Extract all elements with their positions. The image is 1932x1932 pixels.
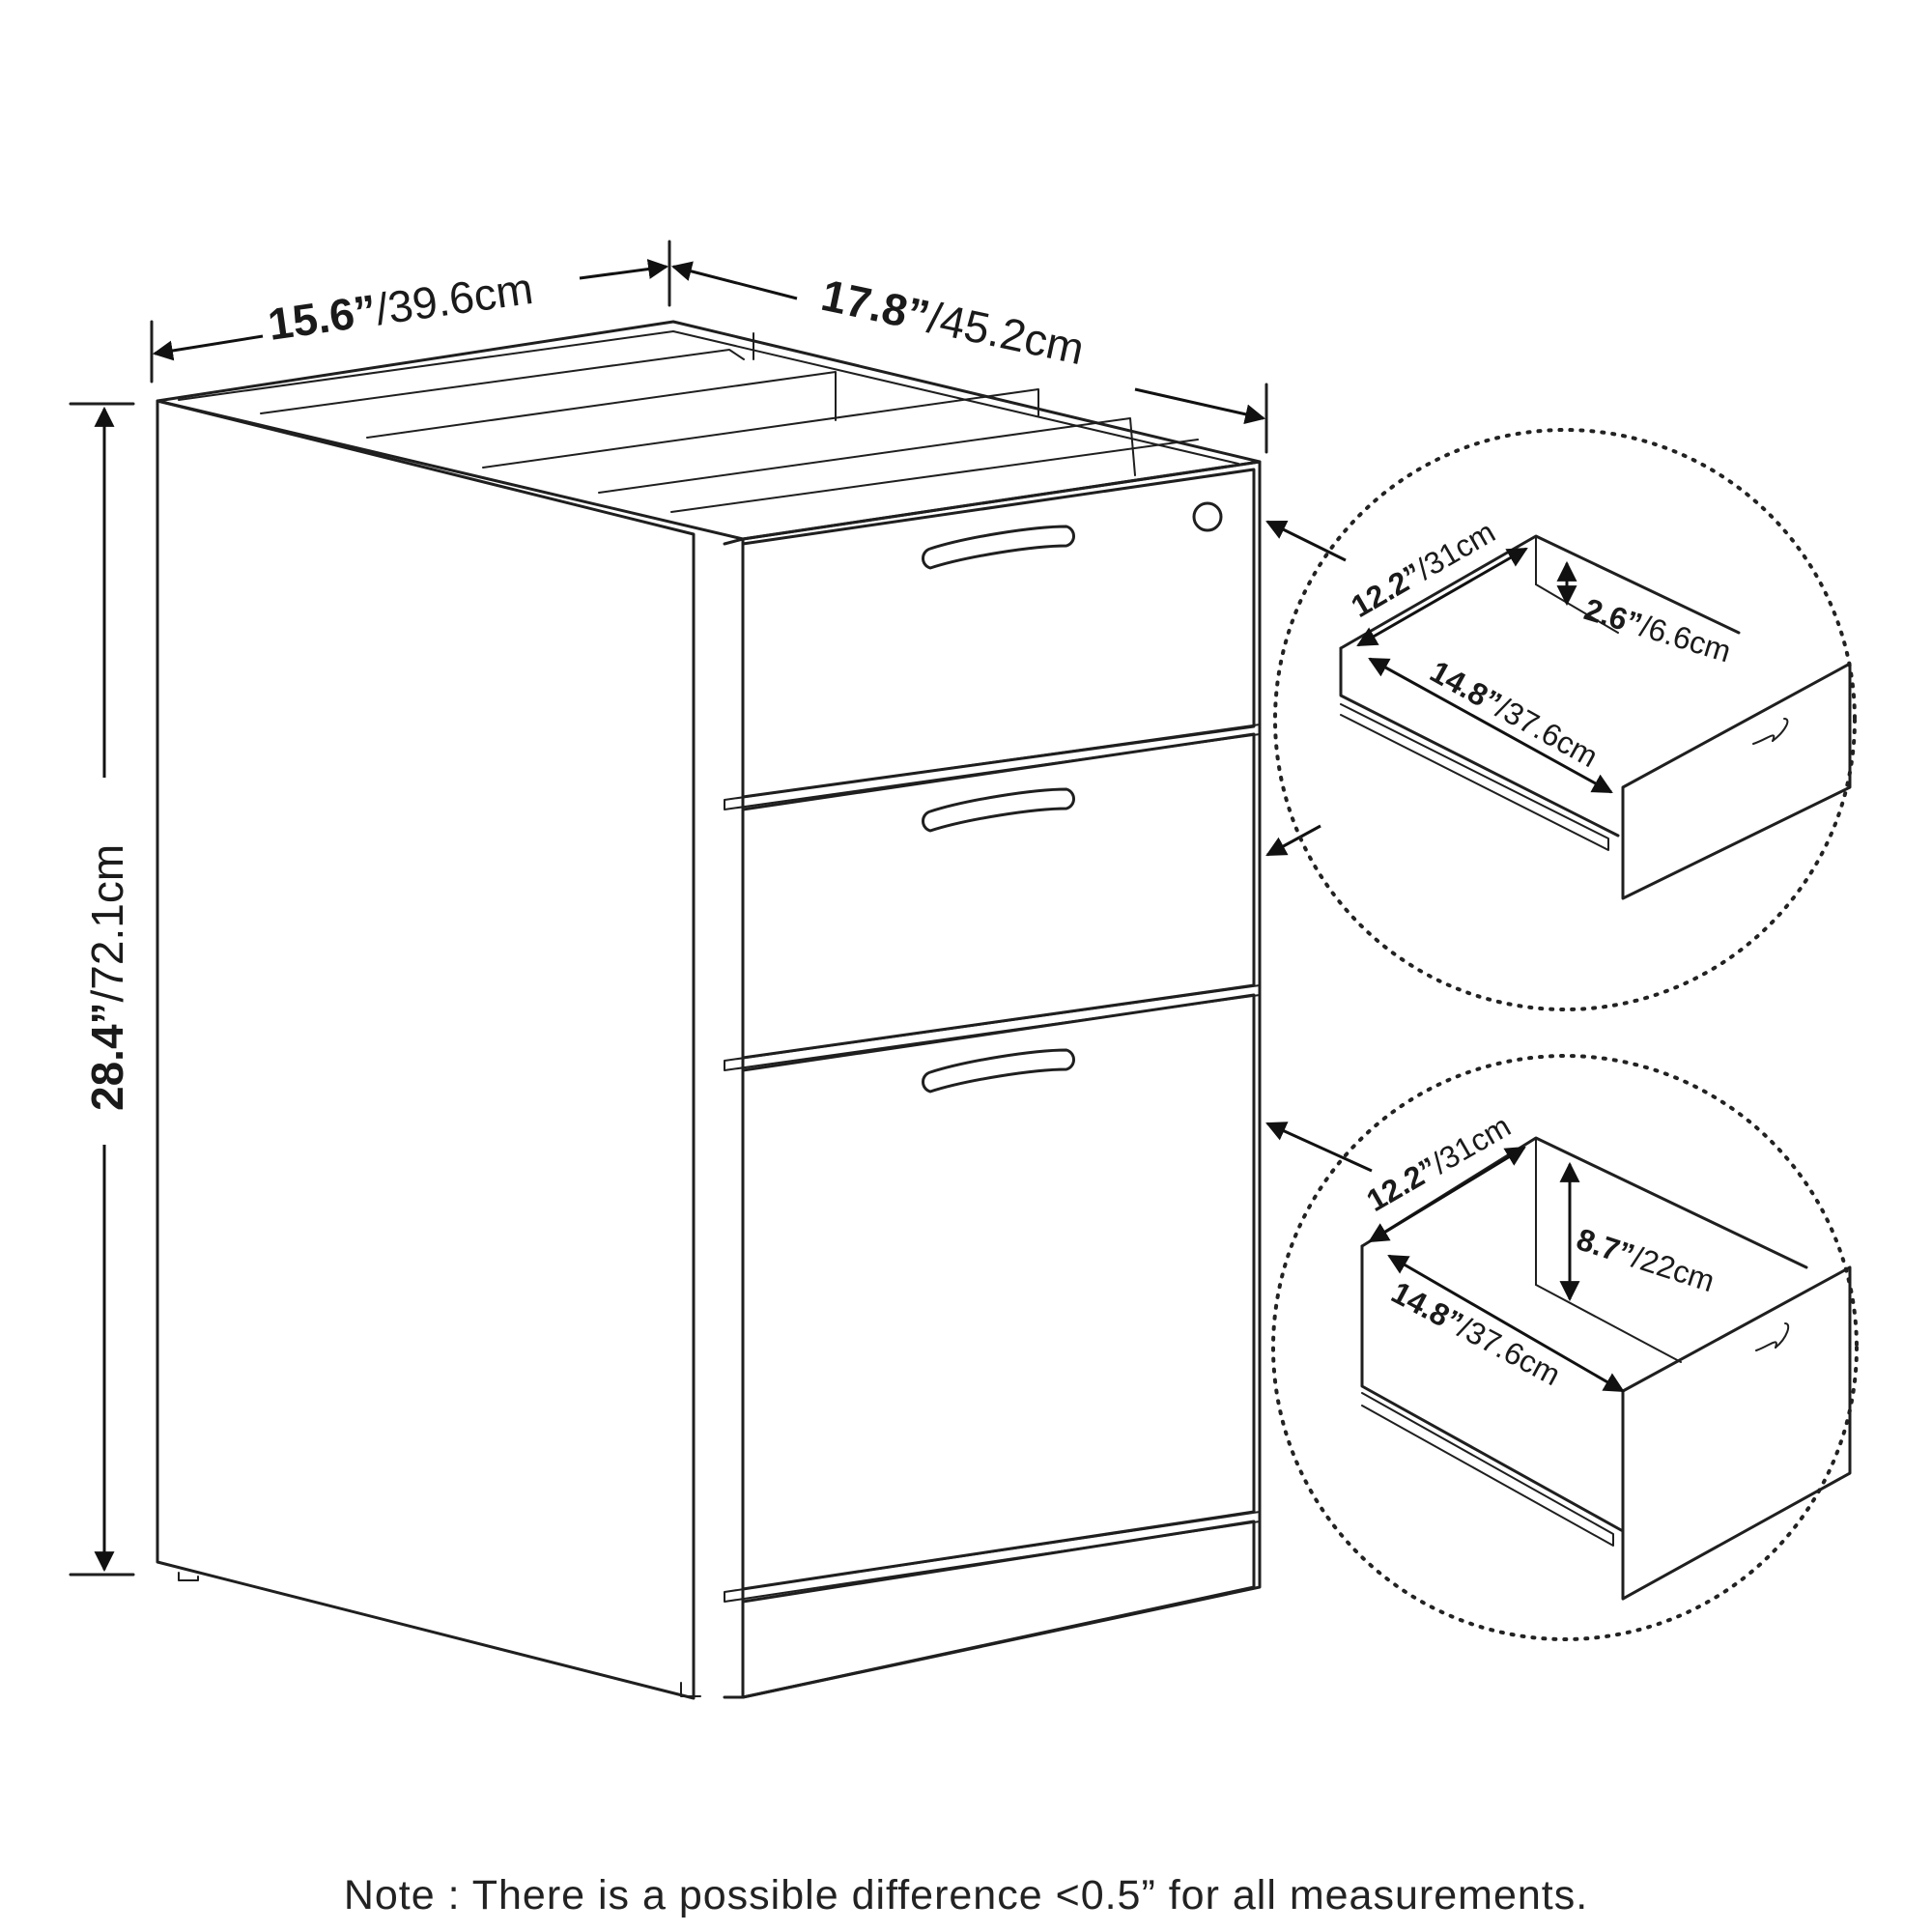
svg-text:14.8”/37.6cm: 14.8”/37.6cm bbox=[1386, 1274, 1567, 1392]
callout-pointers bbox=[1265, 520, 1373, 1173]
small-drawer-width-cm: /31cm bbox=[1410, 514, 1500, 586]
file-drawer-height-inches: 8.7” bbox=[1573, 1221, 1639, 1272]
svg-text:8.7”/22cm: 8.7”/22cm bbox=[1573, 1221, 1719, 1298]
height-cm: /72.1cm bbox=[82, 844, 132, 1003]
depth-dimension: 17.8”/45.2cm bbox=[670, 261, 1268, 454]
svg-text:17.8”/45.2cm: 17.8”/45.2cm bbox=[817, 270, 1089, 374]
depth-cm: /45.2cm bbox=[923, 292, 1089, 374]
height-inches: 28.4” bbox=[82, 1002, 132, 1111]
measurement-note: Note : There is a possible difference <0… bbox=[343, 1872, 1589, 1918]
file-drawer-height-cm: /22cm bbox=[1628, 1239, 1719, 1298]
small-drawer-callout: 12.2”/31cm 2.6”/6.6cm 14.8”/37.6cm bbox=[1273, 428, 1857, 1011]
width-cm: /39.6cm bbox=[373, 263, 536, 334]
cabinet-illustration bbox=[156, 320, 1262, 1700]
small-drawer-height-cm: /6.6cm bbox=[1636, 609, 1735, 669]
depth-inches: 17.8” bbox=[817, 270, 934, 341]
file-drawer-depth-cm: /37.6cm bbox=[1453, 1310, 1566, 1392]
small-drawer-depth-cm: /37.6cm bbox=[1491, 691, 1604, 775]
height-dimension: 28.4”/72.1cm bbox=[69, 402, 135, 1577]
file-drawer-callout: 12.2”/31cm 8.7”/22cm 14.8”/37.6cm bbox=[1271, 1054, 1859, 1641]
width-dimension: 15.6”/39.6cm bbox=[150, 240, 671, 384]
svg-text:15.6”/39.6cm: 15.6”/39.6cm bbox=[265, 263, 536, 350]
svg-text:28.4”/72.1cm: 28.4”/72.1cm bbox=[82, 844, 132, 1111]
svg-text:14.8”/37.6cm: 14.8”/37.6cm bbox=[1425, 654, 1604, 775]
svg-text:2.6”/6.6cm: 2.6”/6.6cm bbox=[1580, 591, 1735, 668]
file-drawer-depth-inches: 14.8” bbox=[1386, 1274, 1469, 1341]
width-inches: 15.6” bbox=[265, 285, 380, 350]
small-drawer-height-inches: 2.6” bbox=[1580, 591, 1646, 641]
file-drawer-width-cm: /31cm bbox=[1426, 1108, 1516, 1180]
